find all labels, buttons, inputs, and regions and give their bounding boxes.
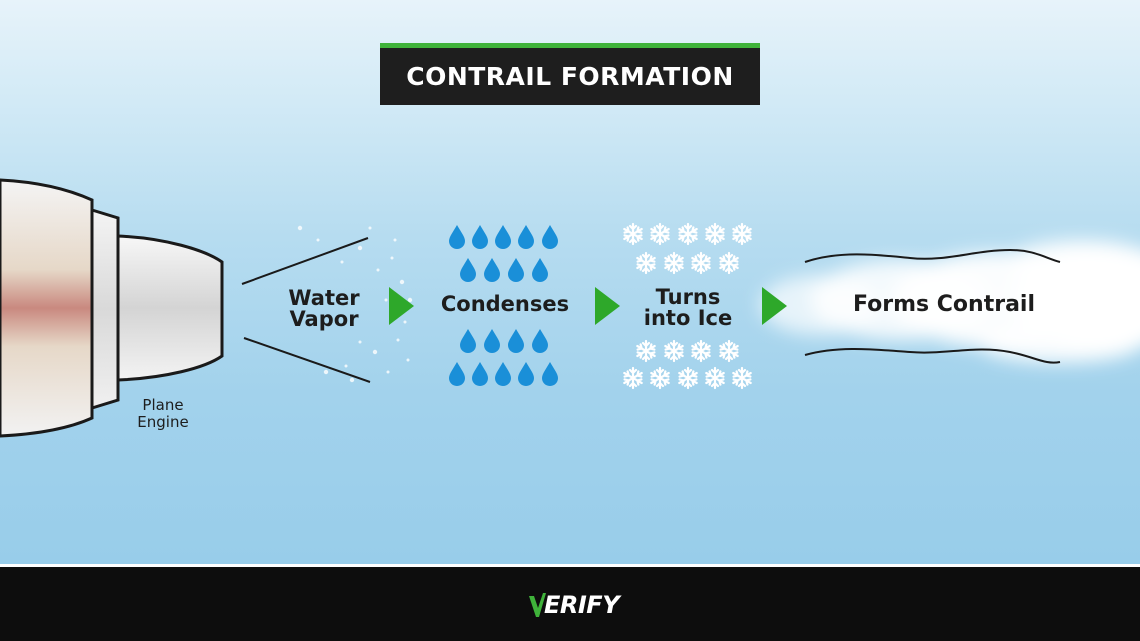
water-drop-icon — [484, 258, 500, 282]
page-title: CONTRAIL FORMATION — [406, 62, 734, 91]
water-drop-icon — [495, 225, 511, 249]
water-drop-icon — [472, 362, 488, 386]
snowflake-icon — [636, 251, 656, 275]
engine-icon — [0, 178, 224, 438]
exhaust-line-top — [241, 237, 369, 285]
vapor-particle — [316, 238, 320, 242]
water-drop-icon — [508, 258, 524, 282]
water-drop-icon — [518, 362, 534, 386]
vapor-particle — [396, 338, 400, 342]
water-drop-icon — [542, 225, 558, 249]
arrow-right-icon — [389, 287, 414, 325]
contrail-lower-line — [804, 347, 1061, 364]
water-drop-icon — [532, 258, 548, 282]
water-drop-icon — [460, 258, 476, 282]
vapor-particle — [399, 279, 405, 285]
snowflake-icon — [623, 366, 643, 390]
snowflake-icon — [650, 222, 670, 246]
step-label-condenses: Condenses — [440, 292, 570, 316]
vapor-particle — [372, 349, 378, 355]
vapor-particle — [357, 245, 363, 251]
vapor-particle — [368, 226, 372, 230]
contrail-upper-line — [804, 248, 1061, 263]
snowflake-icon — [691, 339, 711, 363]
verify-logo: ERIFY — [528, 589, 620, 621]
vapor-particle — [358, 340, 362, 344]
snowflake-icon — [636, 339, 656, 363]
vapor-particle — [349, 377, 355, 383]
water-drop-icon — [518, 225, 534, 249]
verify-wordmark: ERIFY — [544, 591, 620, 619]
vapor-particles — [297, 225, 413, 383]
vapor-particle — [344, 364, 348, 368]
verify-check-icon — [529, 593, 546, 617]
snowflake-icon — [691, 251, 711, 275]
snowflake-icon — [678, 366, 698, 390]
water-drop-icon — [449, 225, 465, 249]
water-drop-icon — [508, 329, 524, 353]
snowflake-icon — [664, 251, 684, 275]
vapor-particle — [340, 260, 344, 264]
footer-bar: ERIFY — [0, 564, 1140, 641]
water-drop-icon — [532, 329, 548, 353]
exhaust-line-bottom — [243, 337, 371, 383]
title-banner: CONTRAIL FORMATION — [380, 43, 760, 105]
vapor-particle — [393, 238, 397, 242]
snowflake-icon — [732, 222, 752, 246]
snowflake-icon — [705, 222, 725, 246]
step-label-forms-contrail: Forms Contrail — [853, 292, 1035, 317]
engine-label: Plane Engine — [137, 396, 189, 432]
vapor-particle — [323, 369, 329, 375]
water-drop-icon — [495, 362, 511, 386]
vapor-particle — [386, 370, 390, 374]
snowflake-icon — [650, 366, 670, 390]
snowflake-icon — [719, 251, 739, 275]
water-drop-icon — [472, 225, 488, 249]
water-drop-icon — [460, 329, 476, 353]
vapor-particle — [297, 225, 303, 231]
snowflake-icon — [623, 222, 643, 246]
water-drop-icon — [542, 362, 558, 386]
vapor-particle — [376, 268, 380, 272]
arrow-right-icon — [762, 287, 787, 325]
vapor-particle — [390, 256, 394, 260]
vapor-particle — [407, 297, 413, 303]
snowflake-icon — [732, 366, 752, 390]
snowflake-icon — [719, 339, 739, 363]
vapor-particle — [403, 320, 407, 324]
vapor-particle — [406, 358, 410, 362]
snowflake-icon — [705, 366, 725, 390]
diagram-canvas — [0, 178, 1140, 438]
step-label-turns-into-ice: Turns into Ice — [643, 285, 733, 330]
snowflake-icon — [664, 339, 684, 363]
water-drop-icon — [484, 329, 500, 353]
vapor-particle — [384, 298, 388, 302]
step-label-water-vapor: Water Vapor — [288, 286, 360, 331]
snowflake-icon — [678, 222, 698, 246]
water-drop-icon — [449, 362, 465, 386]
arrow-right-icon — [595, 287, 620, 325]
